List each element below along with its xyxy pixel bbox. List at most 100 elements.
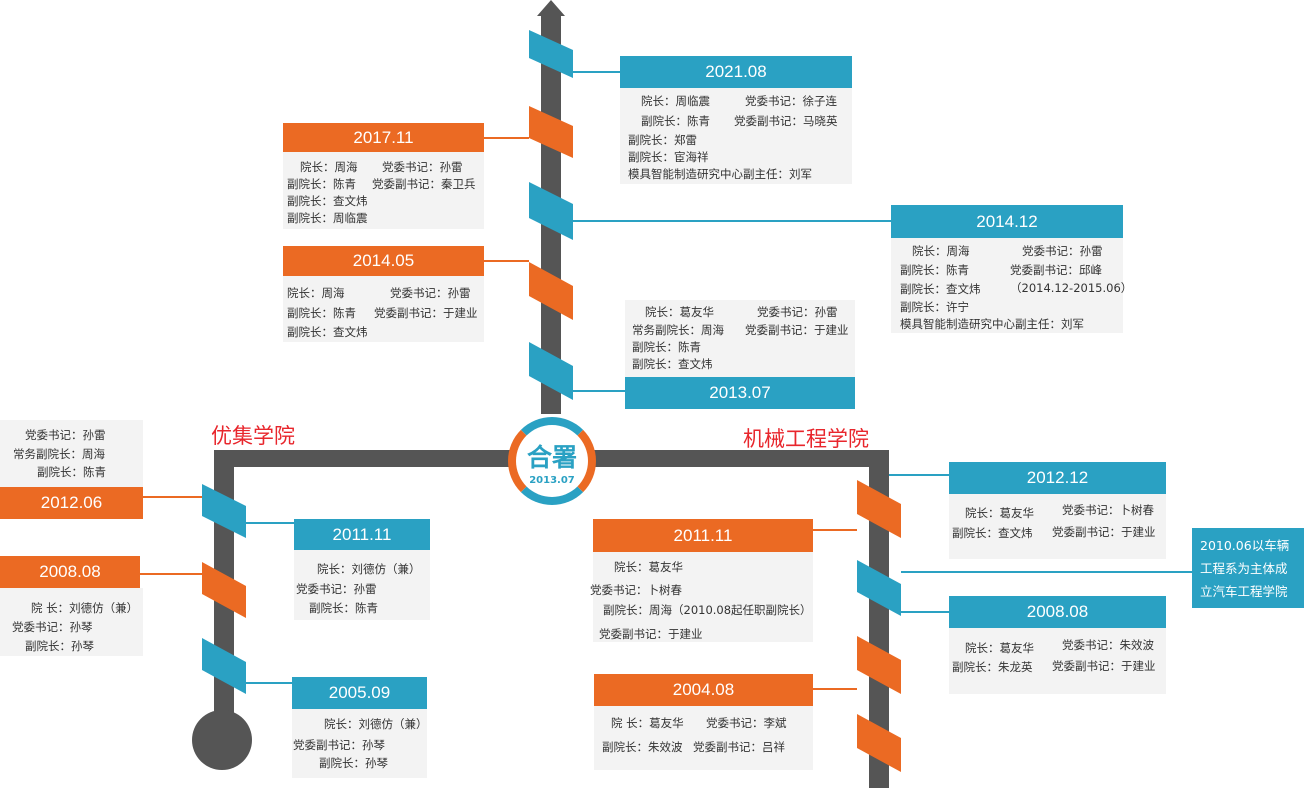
date-header: 2017.11 <box>283 123 484 152</box>
card-2012-12 <box>949 492 1166 559</box>
card-2008-08-left <box>0 588 143 656</box>
card-line: 党委副书记：于建业 <box>599 627 703 641</box>
card-line: （2014.12-2015.06） <box>1010 281 1133 295</box>
ribbon-blue <box>202 638 246 694</box>
section-title-left: 优集学院 <box>211 424 295 448</box>
date-header: 2004.08 <box>594 674 813 706</box>
card-line: 党委书记：孙雷 <box>296 582 377 596</box>
card-line: 党委书记：孙雷 <box>1022 244 1103 258</box>
card-line: 院长：周海 <box>300 160 358 174</box>
card-2014-05 <box>283 274 484 342</box>
card-line: 党委副书记：于建业 <box>1052 659 1156 673</box>
card-line: 副院长：陈青 <box>632 340 701 354</box>
card-line: 副院长：孙琴 <box>25 639 94 653</box>
note-box: 2010.06以车辆 工程系为主体成 立汽车工程学院 <box>1192 528 1304 608</box>
ribbon-blue <box>529 30 573 78</box>
card-2013-07 <box>625 300 855 378</box>
card-line: 副院长：陈青 <box>37 465 106 479</box>
card-2021-08 <box>620 86 852 184</box>
card-line: 院长：葛友华 <box>645 305 714 319</box>
card-line: 副院长：陈青 <box>287 306 356 320</box>
card-line: 副院长：周海（2010.08起任职副院长） <box>603 603 812 617</box>
card-line: 副院长：朱效波 <box>602 740 683 754</box>
card-line: 副院长：孙琴 <box>319 756 388 770</box>
card-line: 副院长：查文炜 <box>900 282 981 296</box>
card-2008-08-right <box>949 626 1166 694</box>
card-line: 副院长：郑雷 <box>628 133 697 147</box>
card-line: 党委书记：孙琴 <box>12 620 93 634</box>
card-line: 副院长：查文炜 <box>632 357 713 371</box>
card-line: 党委书记：卜树春 <box>1062 503 1154 517</box>
card-line: 党委书记：李斌 <box>706 716 787 730</box>
date-header: 2008.08 <box>949 596 1166 628</box>
card-2014-12 <box>891 236 1123 333</box>
card-2012-06 <box>0 420 143 488</box>
date-header: 2013.07 <box>625 377 855 409</box>
date-header: 2014.12 <box>891 205 1123 238</box>
card-2004-08 <box>594 704 813 770</box>
merge-hub: 合署 2013.07 <box>508 417 596 505</box>
arrow-up-icon <box>537 0 565 16</box>
card-line: 副院长：查文炜 <box>287 325 368 339</box>
card-line: 党委副书记：吕祥 <box>693 740 785 754</box>
card-line: 模具智能制造研究中心副主任：刘军 <box>900 317 1084 331</box>
card-line: 院长：葛友华 <box>965 641 1034 655</box>
ribbon-blue <box>529 342 573 400</box>
card-line: 副院长：许宁 <box>900 300 969 314</box>
card-line: 党委书记：孙雷 <box>25 428 106 442</box>
left-trunk-end <box>192 710 252 770</box>
card-line: 院长：葛友华 <box>965 506 1034 520</box>
card-line: 党委副书记：马晓英 <box>734 114 838 128</box>
date-header: 2021.08 <box>620 56 852 88</box>
hub-title: 合署 <box>526 443 577 472</box>
card-line: 院长：周海 <box>287 286 345 300</box>
card-line: 副院长：宦海祥 <box>628 150 709 164</box>
card-line: 院长：刘德仿（兼） <box>324 717 428 731</box>
hub-date: 2013.07 <box>529 475 575 486</box>
card-line: 常务副院长：周海 <box>13 447 105 461</box>
card-line: 党委副书记：秦卫兵 <box>372 177 476 191</box>
card-line: 副院长：查文炜 <box>287 194 368 208</box>
card-line: 副院长：陈青 <box>309 601 378 615</box>
card-line: 党委书记：孙雷 <box>390 286 471 300</box>
card-line: 党委书记：朱效波 <box>1062 638 1154 652</box>
ribbon-orange <box>857 714 901 772</box>
card-line: 党委书记：卜树春 <box>590 583 682 597</box>
right-trunk <box>869 450 889 788</box>
note-line: 2010.06以车辆 <box>1200 538 1290 553</box>
date-header: 2008.08 <box>0 556 140 588</box>
card-line: 党委副书记：于建业 <box>1052 525 1156 539</box>
card-2011-11-left <box>294 548 430 620</box>
card-line: 党委副书记：于建业 <box>745 323 849 337</box>
card-line: 院 长：葛友华 <box>611 716 684 730</box>
card-line: 党委副书记：孙琴 <box>293 738 385 752</box>
card-2017-11 <box>283 150 484 229</box>
ribbon-blue <box>857 560 901 616</box>
card-line: 院长：周临震 <box>641 94 710 108</box>
ribbon-blue <box>529 182 573 240</box>
card-line: 党委副书记：于建业 <box>374 306 478 320</box>
card-2011-11-right <box>593 550 813 642</box>
card-line: 党委书记：徐子连 <box>745 94 837 108</box>
ribbon-orange <box>202 562 246 618</box>
card-line: 副院长：陈青 <box>287 177 356 191</box>
card-line: 常务副院长：周海 <box>632 323 724 337</box>
card-line: 院长：周海 <box>912 244 970 258</box>
note-line: 立汽车工程学院 <box>1200 584 1288 599</box>
note-line: 工程系为主体成 <box>1200 561 1288 576</box>
card-line: 党委书记：孙雷 <box>382 160 463 174</box>
card-line: 副院长：查文炜 <box>952 526 1033 540</box>
card-line: 副院长：朱龙英 <box>952 660 1033 674</box>
date-header: 2005.09 <box>292 677 427 709</box>
card-line: 院 长：刘德仿（兼） <box>31 601 139 615</box>
date-header: 2012.06 <box>0 487 143 519</box>
card-line: 院长：葛友华 <box>614 560 683 574</box>
date-header: 2011.11 <box>294 519 430 550</box>
ribbon-orange <box>857 636 901 694</box>
ribbon-orange <box>857 480 901 538</box>
card-line: 党委副书记：邱峰 <box>1010 263 1102 277</box>
card-line: 副院长：周临震 <box>287 211 368 225</box>
section-title-right: 机械工程学院 <box>743 427 869 451</box>
ribbon-orange <box>529 106 573 158</box>
